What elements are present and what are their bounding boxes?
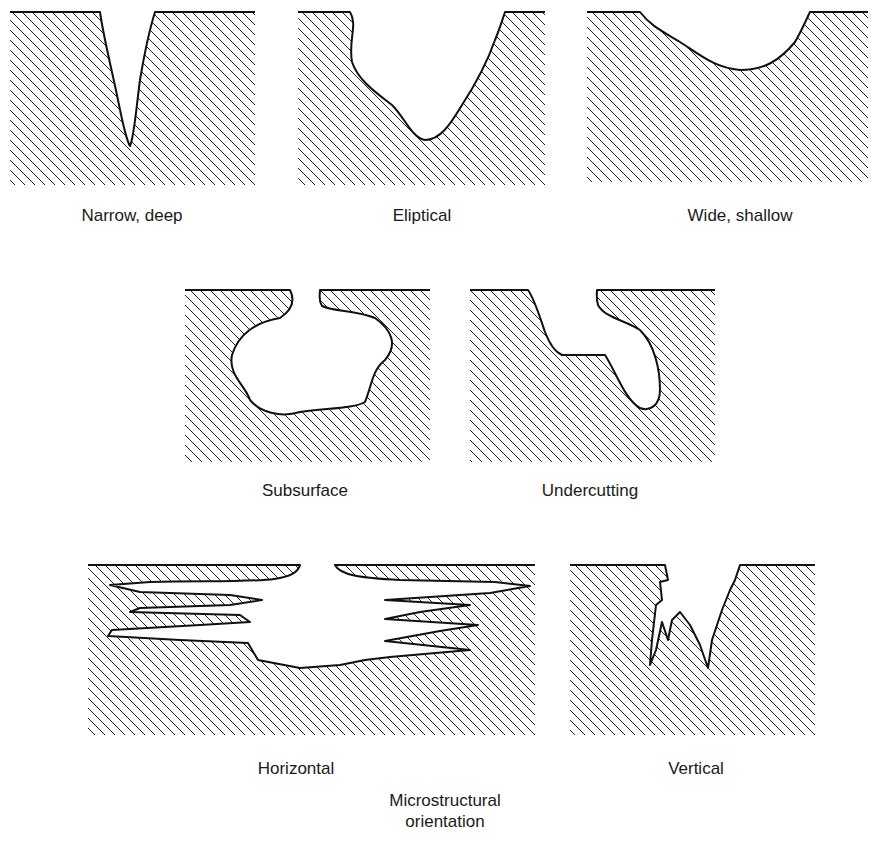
group-caption: Microstructural orientation [385,790,505,833]
metal-section [185,290,430,462]
pit-outline [587,12,868,70]
pit-outline [570,565,815,668]
pit-label: Wide, shallow [688,205,793,226]
pit-label: Horizontal [258,758,335,779]
pit-outline [88,565,535,668]
metal-section [570,565,815,735]
pit-label: Undercutting [542,480,638,501]
pit-label: Eliptical [393,205,452,226]
pit-outline [185,290,430,414]
metal-section [88,565,535,735]
metal-section [587,12,868,182]
pit-label: Vertical [668,758,724,779]
pit-label: Subsurface [262,480,348,501]
pit-outline [470,290,715,409]
metal-section [298,12,545,185]
metal-section [10,12,255,185]
pit-outline [10,12,255,146]
metal-section [470,290,715,462]
pit-outline [298,12,545,140]
pit-label: Narrow, deep [81,205,182,226]
